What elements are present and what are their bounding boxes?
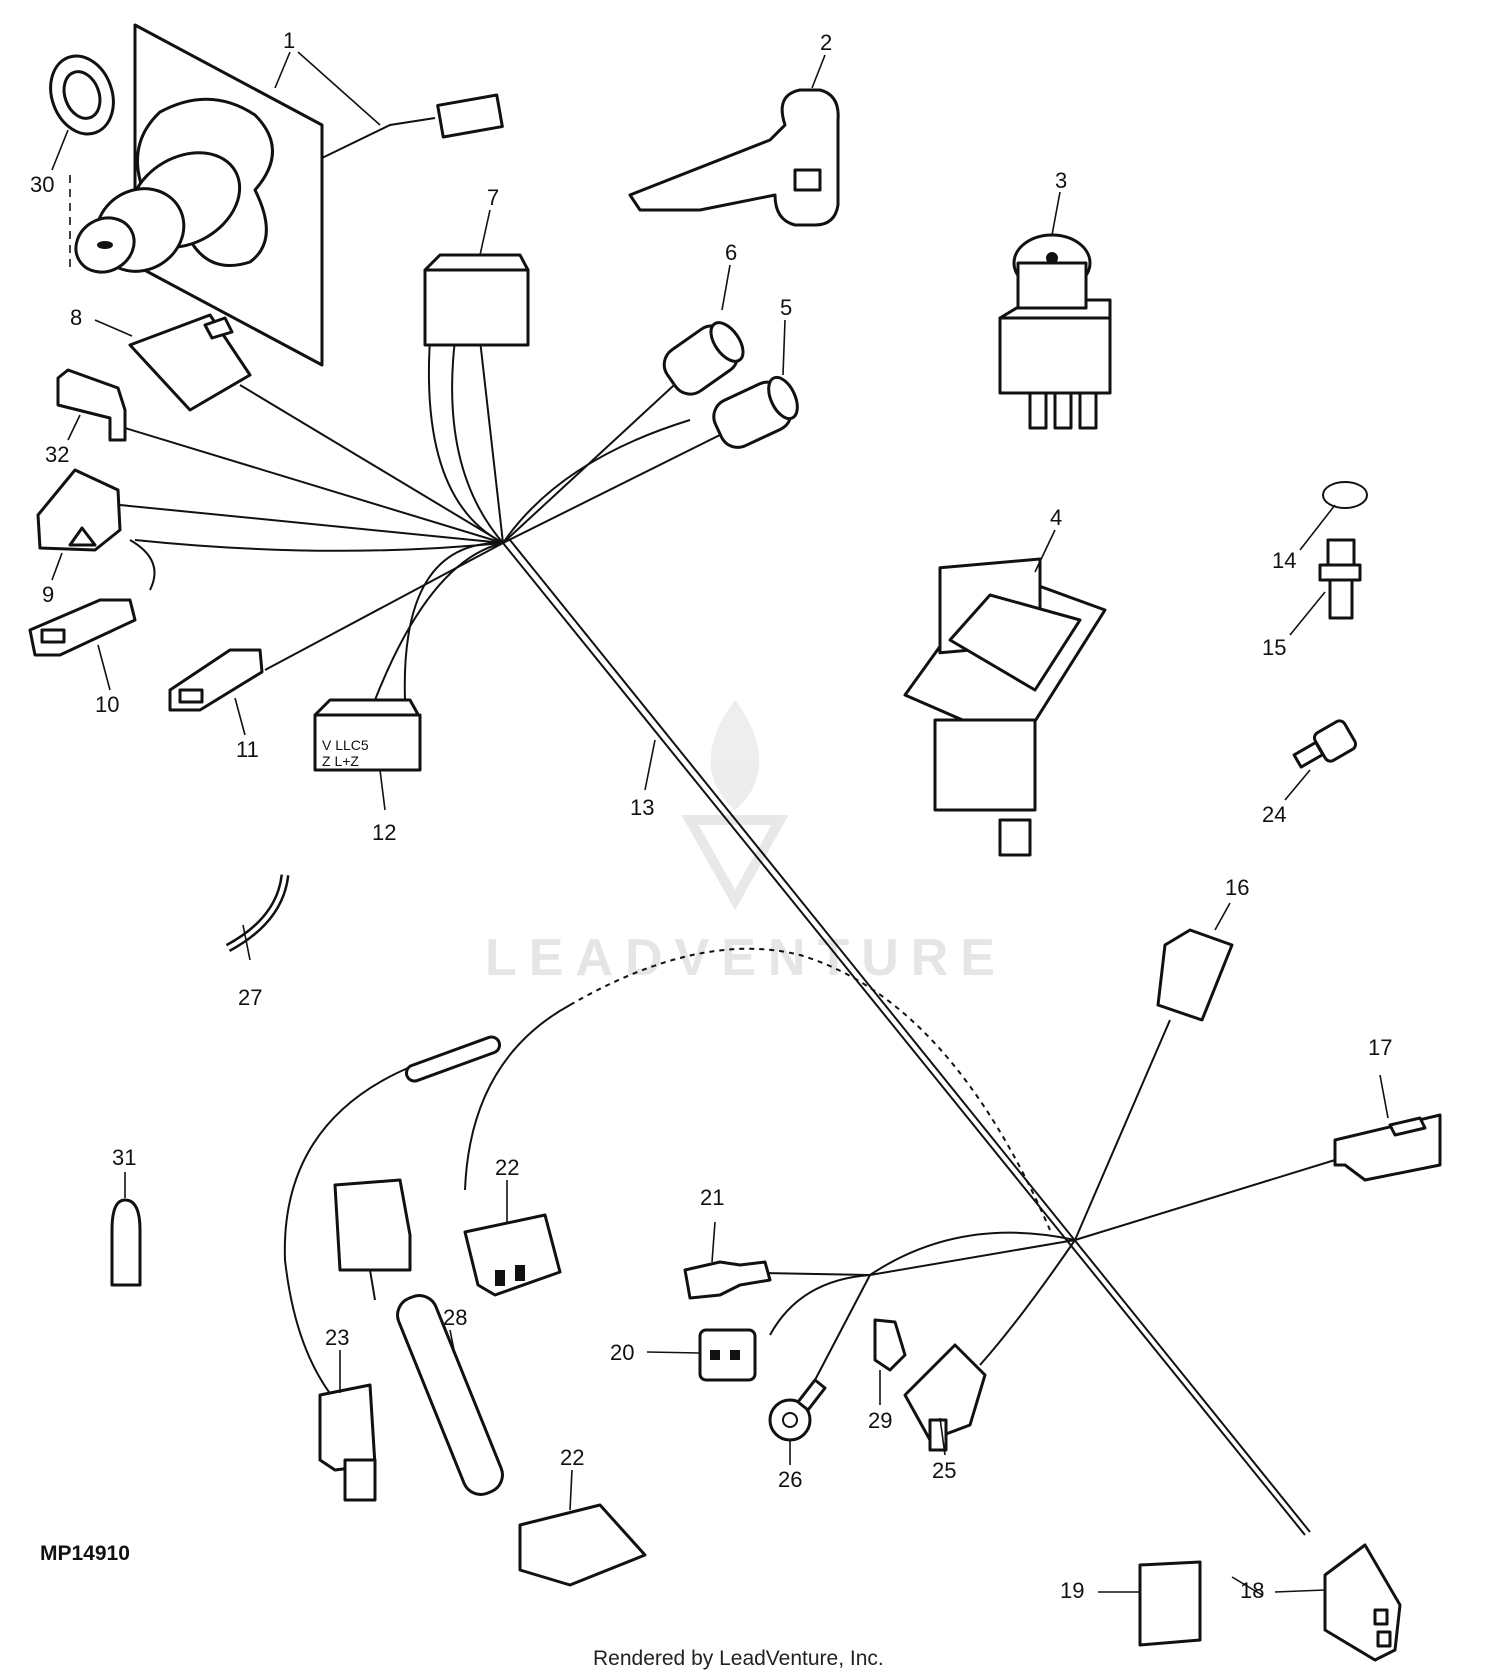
connector-17 (1333, 1113, 1442, 1182)
callout-13: 13 (630, 795, 654, 820)
clip-27 (225, 874, 290, 952)
clip-29 (873, 1318, 907, 1372)
terminal-11 (168, 648, 264, 712)
bulb-31 (110, 1198, 142, 1287)
connector-22-upper (463, 1213, 562, 1297)
callout-32: 32 (45, 442, 69, 467)
pto-switch (998, 233, 1112, 430)
connector-12: V LLC5 Z L+Z (313, 698, 422, 772)
connector-16 (1156, 928, 1234, 1022)
callout-10: 10 (95, 692, 119, 717)
svg-text:V LLC5: V LLC5 (322, 737, 369, 753)
connector-8 (128, 313, 252, 412)
connector-7 (423, 253, 530, 347)
light-switch (903, 557, 1107, 857)
callout-4: 4 (1050, 505, 1062, 530)
callout-6: 6 (725, 240, 737, 265)
sensor-15 (1318, 538, 1362, 620)
harness-wires (119, 339, 1336, 1536)
ignition-switch-assembly (74, 23, 504, 367)
callout-3: 3 (1055, 168, 1067, 193)
connector-32 (56, 368, 127, 442)
relay-28 (333, 1178, 504, 1496)
callout-31: 31 (112, 1145, 136, 1170)
callout-20: 20 (610, 1340, 634, 1365)
callout-27: 27 (238, 985, 262, 1010)
callout-labels: 1 2 3 4 5 6 7 8 9 10 11 12 13 14 15 16 1… (30, 28, 1392, 1603)
connector-9 (36, 468, 122, 552)
ignition-nut (49, 54, 115, 270)
callout-17: 17 (1368, 1035, 1392, 1060)
connector-20 (698, 1328, 757, 1382)
watermark: LEADVENTURE (485, 700, 1007, 987)
callout-1: 1 (283, 28, 295, 53)
callout-22-upper: 22 (495, 1155, 519, 1180)
callout-29: 29 (868, 1408, 892, 1433)
callout-23: 23 (325, 1325, 349, 1350)
callout-26: 26 (778, 1467, 802, 1492)
callout-15: 15 (1262, 635, 1286, 660)
terminal-21 (683, 1260, 772, 1300)
callout-16: 16 (1225, 875, 1249, 900)
callout-5: 5 (780, 295, 792, 320)
svg-text:Z L+Z: Z L+Z (322, 753, 359, 769)
callout-2: 2 (820, 30, 832, 55)
connector-22-lower (518, 1503, 647, 1587)
callout-14: 14 (1272, 548, 1296, 573)
terminal-10 (28, 598, 137, 657)
callout-18: 18 (1240, 1578, 1264, 1603)
ring-terminal-26 (768, 1378, 827, 1442)
drawing-code: MP14910 (40, 1542, 130, 1565)
ignition-key (628, 88, 840, 227)
render-credit: Rendered by LeadVenture, Inc. (593, 1647, 884, 1670)
callout-30: 30 (30, 172, 54, 197)
callout-22-lower: 22 (560, 1445, 584, 1470)
watermark-text: LEADVENTURE (485, 929, 1007, 987)
callout-7: 7 (487, 185, 499, 210)
leader-lines (51, 51, 1389, 1596)
capacitor-6 (662, 321, 745, 396)
connector-18 (1323, 1543, 1402, 1662)
callout-21: 21 (700, 1185, 724, 1210)
callout-19: 19 (1060, 1578, 1084, 1603)
switch-24 (1292, 719, 1358, 769)
connector-23 (318, 1383, 377, 1502)
washer-14 (1322, 481, 1368, 509)
connector-25 (903, 1343, 987, 1452)
connector-19 (1138, 1560, 1202, 1647)
callout-12: 12 (372, 820, 396, 845)
callout-25: 25 (932, 1458, 956, 1483)
callout-9: 9 (42, 582, 54, 607)
callout-11: 11 (236, 737, 259, 762)
callout-28: 28 (443, 1305, 467, 1330)
callout-24: 24 (1262, 802, 1286, 827)
capacitor-5 (712, 375, 799, 449)
callout-8: 8 (70, 305, 82, 330)
